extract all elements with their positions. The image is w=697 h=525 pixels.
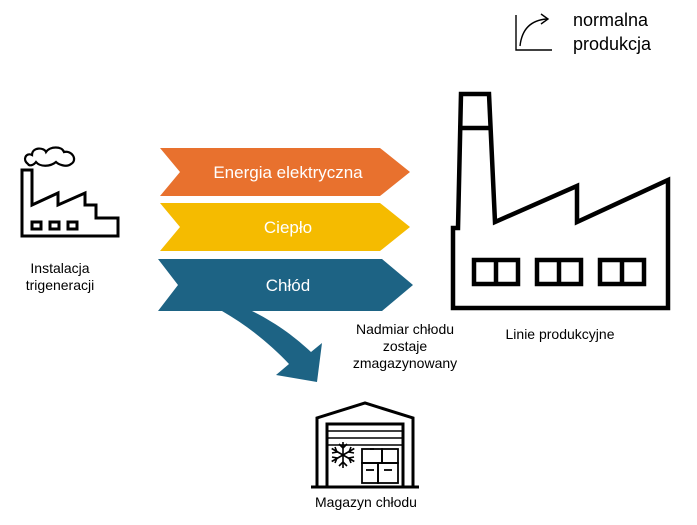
flow-label-heat: Ciepło	[264, 218, 312, 237]
storage-label: Magazyn chłodu	[315, 494, 417, 510]
flow-label-electricity: Energia elektryczna	[213, 163, 363, 182]
storage-note-line-2: zostaje	[382, 338, 428, 354]
source-label-line-2: trigeneracji	[25, 277, 95, 293]
source-label: Instalacja trigeneracji	[12, 260, 108, 294]
legend-line-2: produkcja	[573, 34, 652, 54]
target-label: Linie produkcyjne	[505, 326, 615, 342]
legend: normalna produkcja	[573, 8, 651, 56]
source-label-line-1: Instalacja	[30, 260, 90, 276]
snowflake-icon	[331, 442, 355, 468]
factory-large-icon	[450, 91, 671, 311]
flow-arrow-heat: Ciepło	[160, 203, 410, 251]
flow-arrow-electricity: Energia elektryczna	[160, 148, 410, 196]
storage-note: Nadmiar chłodu zostaje zmagazynowany	[333, 321, 477, 372]
flow-label-cold: Chłód	[266, 276, 310, 295]
trend-up-icon	[515, 13, 552, 51]
storage-note-line-1: Nadmiar chłodu	[355, 321, 455, 337]
factory-small-icon	[20, 146, 120, 238]
legend-line-1: normalna	[573, 10, 649, 30]
storage-branch-arrow	[222, 311, 322, 382]
storage-note-line-3: zmagazynowany	[352, 355, 458, 371]
cold-warehouse-icon	[311, 401, 419, 489]
flow-arrow-cold: Chłód	[158, 259, 413, 311]
